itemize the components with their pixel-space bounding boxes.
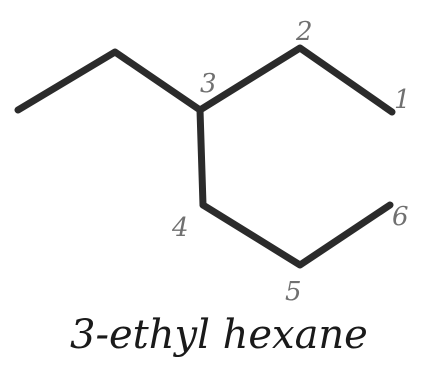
ethyl-branch-bonds — [14, 48, 204, 114]
carbon-label-4: 4 — [171, 213, 189, 243]
carbon-label-6: 6 — [392, 202, 409, 232]
carbon-label-5: 5 — [285, 277, 302, 307]
carbon-label-1: 1 — [394, 85, 411, 115]
bond-c3-c4 — [196, 106, 207, 209]
compound-name: 3-ethyl hexane — [70, 312, 368, 358]
carbon-label-2: 2 — [295, 17, 313, 47]
main-chain-upper-bonds — [196, 44, 396, 116]
carbon-label-3: 3 — [200, 69, 217, 99]
main-chain-lower-bonds — [199, 201, 394, 269]
